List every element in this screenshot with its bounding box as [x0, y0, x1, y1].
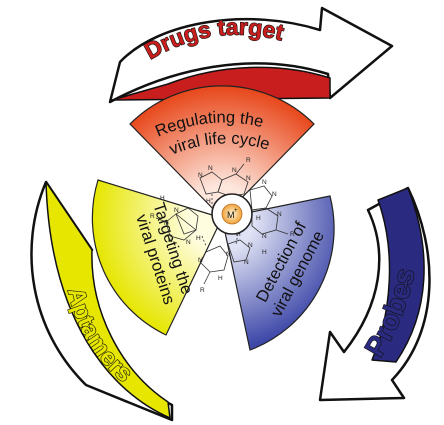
svg-text:N: N — [272, 191, 277, 198]
sector-top-regulating: Regulating the viral life cycle — [129, 85, 315, 219]
svg-text:R: R — [290, 231, 295, 238]
svg-text:R: R — [246, 157, 251, 164]
svg-text:H: H — [218, 275, 223, 282]
svg-text:N: N — [246, 175, 251, 182]
g-quartet-atom-labels: N N N N N N N N N N N N N N N N R R R R … — [150, 157, 295, 294]
svg-text:N: N — [232, 167, 237, 174]
sector-left-targeting: Targeting the viral proteins — [91, 179, 223, 336]
svg-text:R: R — [150, 213, 155, 220]
svg-text:N: N — [198, 257, 203, 264]
svg-text:N: N — [208, 165, 213, 172]
svg-text:H: H — [206, 198, 211, 205]
svg-text:H: H — [196, 235, 201, 242]
svg-text:R: R — [200, 287, 205, 294]
svg-text:N: N — [262, 233, 267, 240]
drugs-target-arrow-fill — [111, 66, 331, 101]
svg-text:N: N — [164, 220, 169, 227]
aptamers-arrow-fill — [45, 181, 171, 419]
svg-text:H: H — [236, 231, 241, 238]
metal-ion: M + — [211, 193, 253, 235]
svg-text:N: N — [186, 239, 191, 246]
svg-text:H: H — [160, 195, 165, 202]
svg-text:N: N — [226, 251, 231, 258]
svg-text:N: N — [168, 237, 173, 244]
svg-text:N: N — [244, 259, 249, 266]
svg-text:N: N — [277, 211, 282, 218]
g-quartet-structure — [155, 163, 289, 285]
probes-arrow-fill — [371, 187, 425, 363]
svg-text:H: H — [256, 215, 261, 222]
svg-text:N: N — [248, 242, 253, 249]
probes-arrow: Probes — [318, 186, 431, 402]
svg-text:H: H — [262, 249, 267, 256]
svg-text:N: N — [262, 179, 267, 186]
drugs-target-arrow: Drugs target — [108, 6, 394, 104]
svg-text:N: N — [198, 172, 203, 179]
sector-right-detection: Detection of viral genome — [221, 195, 335, 351]
metal-ion-charge: + — [234, 208, 238, 214]
svg-text:N: N — [174, 207, 179, 214]
metal-ion-label: M — [227, 210, 235, 220]
